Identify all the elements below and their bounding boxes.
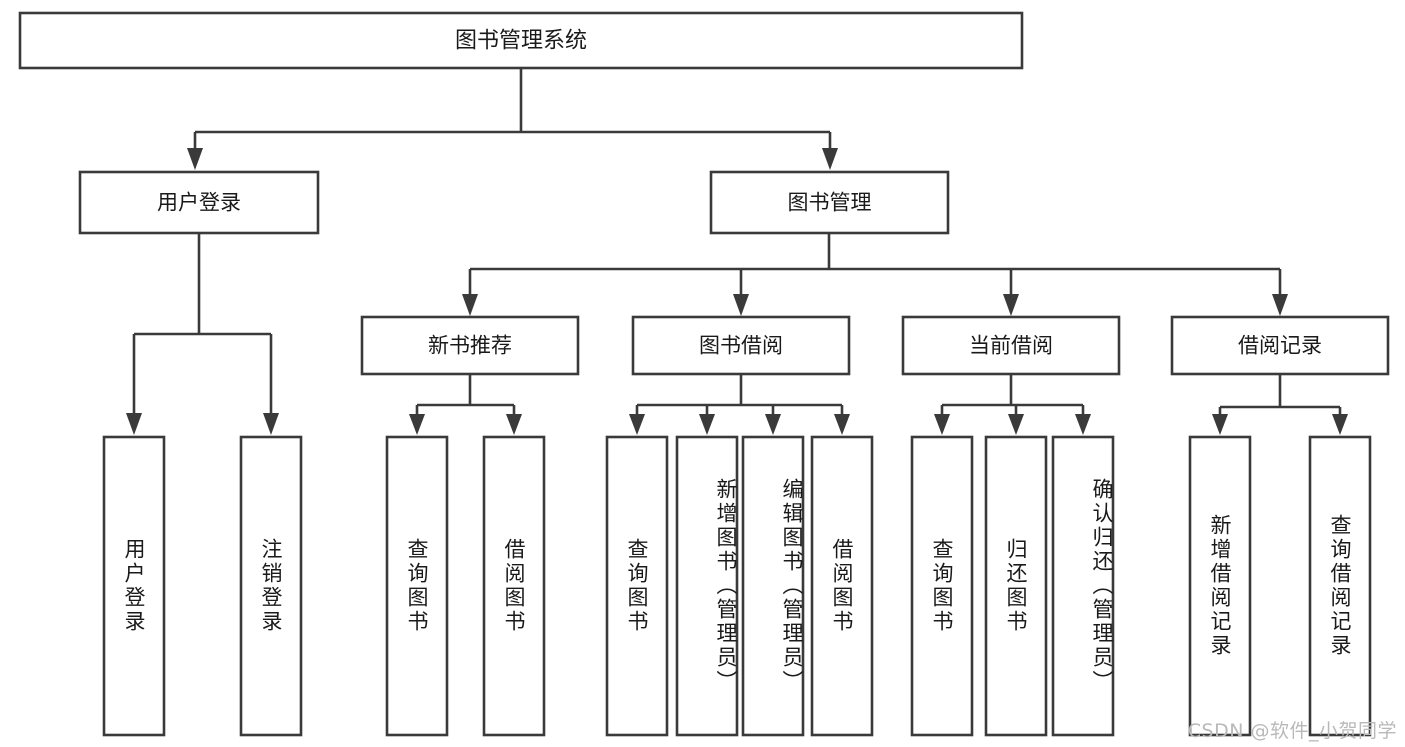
node-current-borrow-box[interactable] [901,315,1121,376]
connector-book-management-children [462,233,1288,316]
node-new-book-recommend-box[interactable] [360,315,580,376]
leaf-query-book-3-box[interactable] [910,435,974,737]
node-book-borrow-label: 图书借阅 [699,334,783,358]
leaf-query-book-2-box[interactable] [605,435,669,737]
leaf-add-book-admin-box[interactable] [675,435,739,737]
connector-user-login-children [126,233,279,435]
node-borrow-records-label: 借阅记录 [1238,334,1322,358]
connector-current-borrow-children [934,374,1091,435]
node-book-borrow[interactable]: 图书借阅 [631,315,851,376]
node-new-book-recommend-label: 新书推荐 [428,334,512,358]
node-book-management-label: 图书管理 [788,191,872,215]
leaf-return-book-box[interactable] [984,435,1048,737]
node-new-book-recommend[interactable]: 新书推荐 [360,315,580,376]
leaf-confirm-return-admin-box[interactable] [1051,435,1115,737]
leaf-user-logout-box[interactable] [239,435,303,737]
leaf-query-book-1-box[interactable] [385,435,449,737]
connector-book-borrow-children [629,374,850,435]
leaf-user-login-box[interactable] [102,435,166,737]
node-current-borrow-label: 当前借阅 [969,334,1053,358]
csdn-watermark: CSDN @软件_小贺同学 [1187,720,1397,742]
connector-borrow-records-children [1212,374,1348,435]
connector-new-book-recommend-children [409,374,522,435]
node-root[interactable]: 图书管理系统 [18,11,1024,70]
leaf-borrow-book-2-box[interactable] [810,435,874,737]
node-borrow-records[interactable]: 借阅记录 [1170,315,1390,376]
node-user-login-label: 用户登录 [157,191,241,215]
connector-root-to-level1 [187,68,838,170]
node-root-box[interactable] [18,11,1024,70]
node-root-label: 图书管理系统 [455,29,587,54]
leaf-borrow-book-1-box[interactable] [482,435,546,737]
leaf-query-borrow-record-box[interactable] [1308,435,1372,737]
node-current-borrow[interactable]: 当前借阅 [901,315,1121,376]
node-user-login[interactable]: 用户登录 [78,170,320,235]
node-book-management[interactable]: 图书管理 [709,170,950,235]
leaf-add-borrow-record-box[interactable] [1188,435,1252,737]
leaf-edit-book-admin-box[interactable] [741,435,805,737]
node-user-login-box[interactable] [78,170,320,235]
